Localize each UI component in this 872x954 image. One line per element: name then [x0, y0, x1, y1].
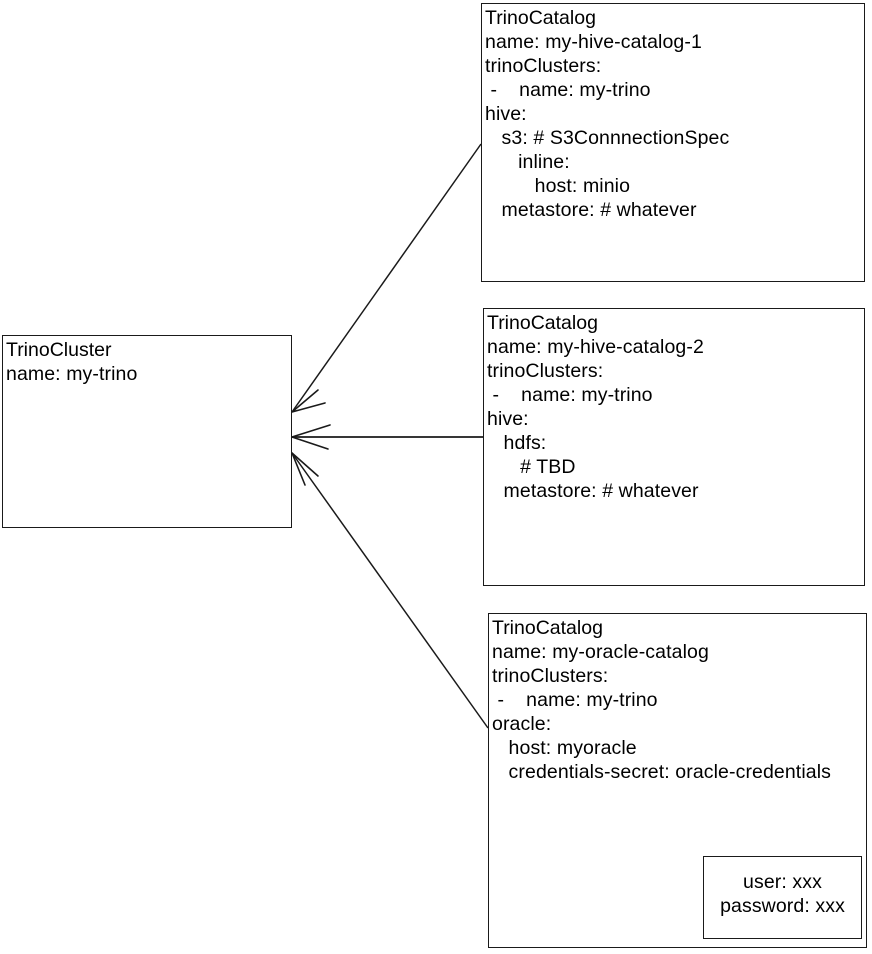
edge-cluster-to-hive-1	[291, 143, 482, 413]
node-yaml-line: - name: my-trino	[485, 79, 651, 101]
arrowhead-hive-1-icon	[291, 389, 326, 413]
node-yaml-line: metastore: # whatever	[487, 480, 699, 502]
node-yaml-line: name: my-hive-catalog-2	[487, 336, 704, 358]
node-trino-cluster[interactable]: TrinoCluster name: my-trino	[2, 335, 292, 528]
node-yaml-line: hive:	[487, 408, 529, 430]
node-yaml-line: # TBD	[487, 456, 576, 478]
node-credentials-secret[interactable]: user: xxx password: xxx	[703, 856, 862, 939]
node-trino-catalog-hive-2-body: TrinoCatalog name: my-hive-catalog-2 tri…	[487, 311, 862, 503]
edge-line-hive-1	[291, 143, 482, 413]
node-kind-label: TrinoCatalog	[492, 617, 603, 639]
node-yaml-line: password: xxx	[720, 895, 845, 917]
node-yaml-line: hive:	[485, 103, 527, 125]
node-yaml-line: trinoClusters:	[492, 665, 609, 687]
node-yaml-line: host: minio	[485, 175, 631, 197]
node-yaml-line: name: my-trino	[6, 363, 138, 385]
node-yaml-line: - name: my-trino	[492, 689, 658, 711]
node-yaml-line: inline:	[485, 151, 570, 173]
node-kind-label: TrinoCatalog	[487, 312, 598, 334]
edge-line-oracle	[291, 452, 489, 729]
node-trino-catalog-oracle[interactable]: TrinoCatalog name: my-oracle-catalog tri…	[488, 613, 867, 948]
node-yaml-line: hdfs:	[487, 432, 547, 454]
node-yaml-line: oracle:	[492, 713, 552, 735]
node-yaml-line: s3: # S3ConnnectionSpec	[485, 127, 730, 149]
node-yaml-line: trinoClusters:	[487, 360, 604, 382]
node-trino-catalog-hive-2[interactable]: TrinoCatalog name: my-hive-catalog-2 tri…	[483, 308, 865, 586]
node-trino-catalog-oracle-body: TrinoCatalog name: my-oracle-catalog tri…	[492, 616, 864, 784]
node-yaml-line: user: xxx	[743, 871, 822, 893]
edge-cluster-to-oracle	[291, 452, 489, 729]
node-trino-catalog-hive-1[interactable]: TrinoCatalog name: my-hive-catalog-1 tri…	[481, 3, 865, 282]
arrowhead-oracle-icon	[291, 452, 319, 486]
node-trino-cluster-body: TrinoCluster name: my-trino	[6, 338, 289, 386]
node-yaml-line: - name: my-trino	[487, 384, 653, 406]
node-yaml-line: trinoClusters:	[485, 55, 602, 77]
edge-cluster-to-hive-2	[291, 424, 483, 450]
node-yaml-line: metastore: # whatever	[485, 199, 697, 221]
node-yaml-line: name: my-hive-catalog-1	[485, 31, 702, 53]
node-yaml-line: credentials-secret: oracle-credentials	[492, 761, 831, 783]
node-kind-label: TrinoCluster	[6, 339, 112, 361]
node-kind-label: TrinoCatalog	[485, 7, 596, 29]
node-yaml-line: host: myoracle	[492, 737, 637, 759]
node-trino-catalog-hive-1-body: TrinoCatalog name: my-hive-catalog-1 tri…	[485, 6, 862, 222]
arrowhead-hive-2-icon	[291, 424, 331, 450]
node-yaml-line: name: my-oracle-catalog	[492, 641, 709, 663]
node-credentials-secret-body: user: xxx password: xxx	[704, 870, 861, 918]
